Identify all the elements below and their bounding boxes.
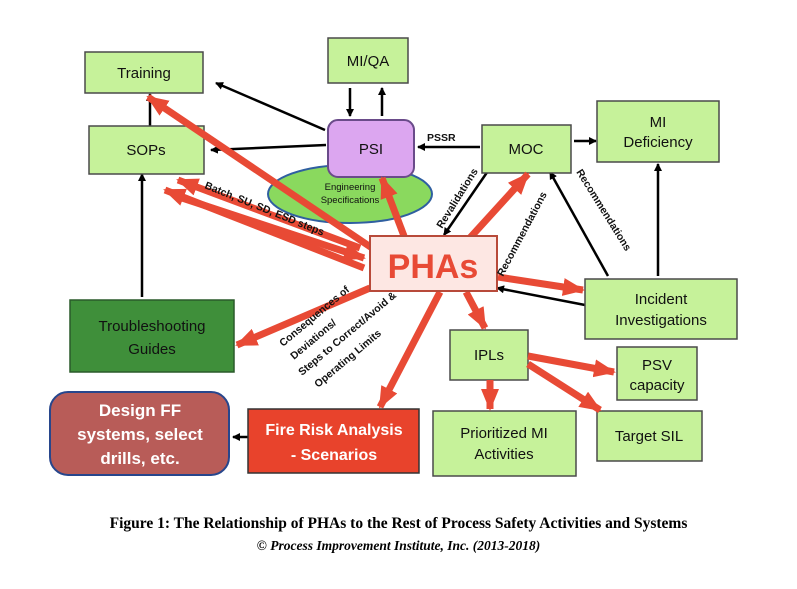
pha-relationship-diagram: Training MI/QA SOPs PSI Engineering Spec… [49, 37, 738, 477]
target-sil-label: Target SIL [615, 428, 683, 445]
troubleshooting-box [69, 299, 235, 373]
ipls-box [449, 329, 529, 381]
black-arrows [138, 81, 662, 441]
node-labels: Training MI/QA SOPs PSI Engineering Spec… [77, 53, 707, 468]
moc-box [481, 124, 572, 174]
eng-spec-label-1: Engineering [325, 182, 376, 193]
prioritized-mi-box [432, 410, 577, 477]
red-arrow-phas-to-sops-upper [176, 176, 362, 252]
red-arrow-phas-to-psi [378, 176, 408, 238]
mi-deficiency-label-1: MI [650, 114, 667, 131]
red-arrow-phas-to-training [146, 94, 374, 251]
red-arrow-phas-to-ipls [462, 290, 489, 330]
recommendations-label-2: Recommendations [573, 167, 633, 253]
psv-label-2: capacity [629, 377, 685, 394]
troubleshooting-label-2: Guides [128, 341, 176, 358]
fire-risk-box [247, 408, 420, 474]
miqa-label: MI/QA [347, 53, 390, 70]
ipls-label: IPLs [474, 347, 504, 364]
psv-capacity-box [616, 346, 698, 401]
boxes [49, 37, 738, 477]
prioritized-label-2: Activities [474, 446, 533, 463]
incident-label-1: Incident [635, 291, 688, 308]
miqa-box [327, 37, 409, 84]
mi-deficiency-label-2: Deficiency [623, 134, 693, 151]
psi-box [327, 119, 415, 178]
phas-box [369, 235, 498, 292]
training-label: Training [117, 65, 171, 82]
prioritized-label-1: Prioritized MI [460, 425, 548, 442]
arrow-incident-to-moc [548, 171, 610, 277]
red-arrows [146, 94, 616, 413]
fire-risk-label-1: Fire Risk Analysis [265, 422, 402, 439]
sops-box [88, 125, 205, 175]
revalidations-label: Revalidations [434, 166, 480, 230]
red-arrow-phas-to-incident [497, 273, 585, 296]
figure-caption-copyright: © Process Improvement Institute, Inc. (2… [256, 538, 541, 553]
red-arrow-phas-to-moc [465, 171, 531, 243]
arrow-moc-to-phas [442, 167, 492, 236]
red-arrow-phas-to-troubleshooting [235, 284, 372, 349]
design-ff-label-3: drills, etc. [100, 449, 179, 468]
fire-risk-label-2: - Scenarios [291, 447, 377, 464]
eng-spec-label-2: Specifications [321, 195, 380, 206]
red-arrow-sops-to-phas [174, 192, 366, 262]
figure-caption-title: Figure 1: The Relationship of PHAs to th… [109, 515, 688, 532]
incident-label-2: Investigations [615, 312, 707, 329]
target-sil-box [596, 410, 703, 462]
mi-deficiency-box [596, 100, 720, 163]
pssr-label: PSSR [427, 132, 456, 144]
arrow-incident-to-phas [496, 285, 586, 307]
phas-label: PHAs [388, 248, 479, 286]
design-ff-box [49, 391, 230, 476]
training-box [84, 51, 204, 94]
red-arrow-ipls-to-psv [527, 352, 616, 378]
psi-label: PSI [359, 141, 383, 158]
design-ff-label-1: Design FF [99, 401, 181, 420]
design-ff-label-2: systems, select [77, 425, 203, 444]
red-arrow-phas-to-fire-risk [376, 290, 444, 409]
troubleshooting-label-1: Troubleshooting [98, 318, 205, 335]
moc-label: MOC [509, 141, 544, 158]
red-arrow-ipls-to-target-sil [526, 361, 602, 413]
incident-box [584, 278, 738, 340]
psv-label-1: PSV [642, 357, 672, 374]
sops-label: SOPs [126, 142, 165, 159]
arrow-psi-to-training [215, 81, 326, 132]
